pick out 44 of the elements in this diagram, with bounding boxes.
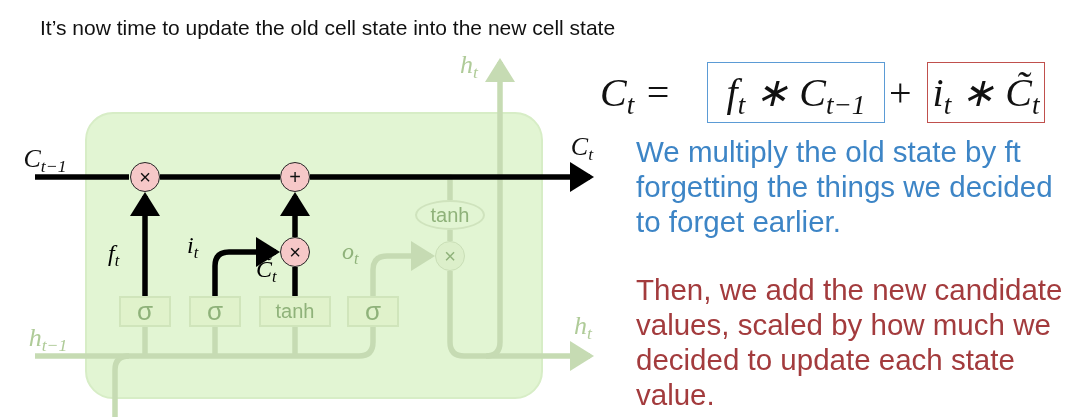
connector-line [447, 271, 486, 359]
connector-line [295, 327, 376, 359]
arrow [212, 237, 280, 296]
multiply-operator-circle: × [435, 241, 465, 271]
tanh-layer-box: tanh [259, 296, 331, 327]
highlight-box: f$_{t}$ ∗ C$_{t−1}$ [707, 62, 885, 123]
sigmoid-layer-box: σ [119, 296, 171, 327]
connector-line [215, 353, 295, 359]
connector-line [129, 353, 145, 359]
arrow [485, 58, 515, 359]
connector-line [212, 327, 218, 356]
arrow [280, 192, 310, 237]
arrow [130, 192, 160, 296]
connector-line [447, 230, 453, 241]
equation-text: + [889, 69, 912, 117]
explanation-text: Then, we add the new candidate values, scaled by how much we decided to update each state value. [636, 272, 1064, 412]
connector-line [160, 174, 280, 180]
highlight-box: i$_{t}$ ∗ C̃$_{t}$ [927, 62, 1045, 123]
multiply-operator-circle: × [130, 162, 160, 192]
math-label: C$_{t}$ [564, 132, 600, 162]
edge-label: f$_{t}$ [108, 240, 120, 267]
math-label: C$_{t−1}$ [16, 144, 74, 174]
edge-label: i$_{t}$ [187, 232, 199, 259]
math-label: h$_{t−1}$ [18, 323, 78, 353]
connector-line [145, 353, 215, 359]
sigmoid-layer-box: σ [347, 296, 399, 327]
add-operator-circle: + [280, 162, 310, 192]
connector-line [292, 327, 298, 356]
arrow [310, 162, 594, 192]
equation-text: C$_{t}$ = [600, 69, 672, 123]
edge-label: o$_{t}$ [342, 238, 359, 265]
title: It’s now time to update the old cell state into the new cell state [40, 16, 616, 40]
connector-line [142, 327, 148, 356]
arrow [370, 241, 435, 296]
math-label: h$_{t}$ [566, 311, 600, 341]
lstm-cell-box [85, 112, 543, 399]
connector-line [35, 174, 129, 180]
tanh-ellipse: tanh [415, 200, 485, 230]
math-label: h$_{t}$ [453, 50, 485, 80]
explanation-text: We multiply the old state by ft forgetting the things we decided to forget earlier. [636, 134, 1054, 239]
connector-line [292, 267, 298, 296]
multiply-operator-circle: × [280, 237, 310, 267]
sigmoid-layer-box: σ [189, 296, 241, 327]
connector-line [112, 353, 130, 417]
